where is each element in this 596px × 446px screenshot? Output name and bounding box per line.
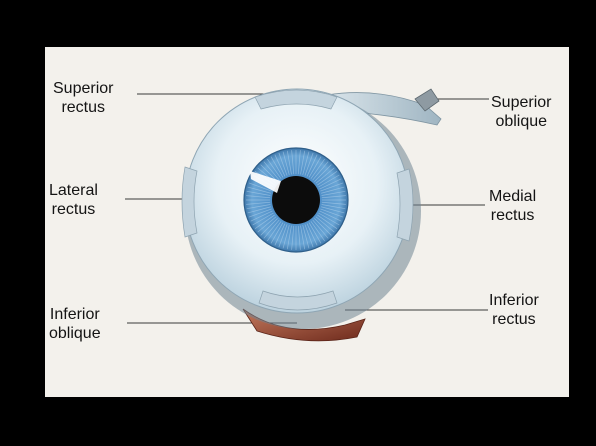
label-inferior-oblique-line2: oblique [49, 324, 101, 343]
label-inferior-oblique-line1: Inferior [49, 305, 101, 324]
diagram-slide: Superior rectus Superior oblique Lateral… [45, 47, 569, 397]
label-lateral-rectus: Lateral rectus [49, 181, 98, 219]
label-medial-rectus: Medial rectus [489, 187, 536, 225]
label-superior-oblique-line2: oblique [491, 112, 551, 131]
label-inferior-rectus-line1: Inferior [489, 291, 539, 310]
label-inferior-rectus: Inferior rectus [489, 291, 539, 329]
label-medial-rectus-line1: Medial [489, 187, 536, 206]
label-superior-rectus: Superior rectus [53, 79, 113, 117]
label-superior-rectus-line1: Superior [53, 79, 113, 98]
label-superior-oblique: Superior oblique [491, 93, 551, 131]
label-inferior-rectus-line2: rectus [489, 310, 539, 329]
label-lateral-rectus-line2: rectus [49, 200, 98, 219]
label-lateral-rectus-line1: Lateral [49, 181, 98, 200]
label-medial-rectus-line2: rectus [489, 206, 536, 225]
label-superior-oblique-line1: Superior [491, 93, 551, 112]
label-inferior-oblique: Inferior oblique [49, 305, 101, 343]
label-superior-rectus-line2: rectus [53, 98, 113, 117]
